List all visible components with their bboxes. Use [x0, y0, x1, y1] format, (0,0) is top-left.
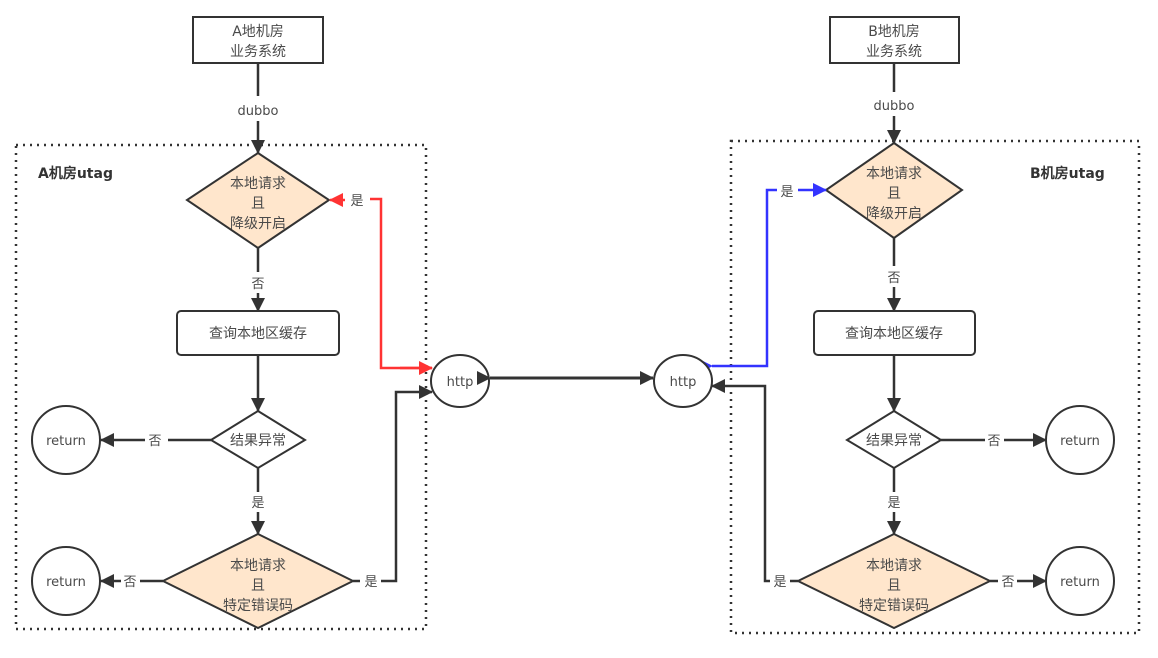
decision-b-result[interactable]: 结果异常 [845, 409, 943, 470]
process-b-cache-label: 查询本地区缓存 [845, 326, 943, 342]
http-node-b-label: http [670, 375, 697, 390]
edge-b-d1-no-label: 否 [887, 271, 900, 286]
edge-a-d3-yes-label: 是 [364, 575, 377, 590]
edge-a-d1-no-label: 否 [251, 277, 264, 292]
http-node-a-label: http [447, 375, 474, 390]
decision-b-errorcode-line3: 特定错误码 [859, 598, 929, 614]
system-box-b-line1: B地机房 [868, 24, 920, 40]
decision-b-degrade-line1: 本地请求 [866, 166, 922, 182]
system-box-a-line2: 业务系统 [230, 44, 286, 60]
decision-b-degrade[interactable]: 本地请求 且 降级开启 [824, 141, 964, 240]
decision-a-result-label: 结果异常 [230, 433, 286, 449]
return-a-2[interactable]: return [31, 546, 101, 616]
decision-a-errorcode[interactable]: 本地请求 且 特定错误码 [160, 532, 356, 630]
system-box-a[interactable]: A地机房 业务系统 [192, 16, 324, 64]
return-b-2-label: return [1060, 575, 1100, 590]
return-a-1[interactable]: return [31, 405, 101, 475]
process-a-cache[interactable]: 查询本地区缓存 [176, 310, 340, 356]
process-b-cache[interactable]: 查询本地区缓存 [813, 310, 976, 356]
return-b-1-label: return [1060, 434, 1100, 449]
system-box-b[interactable]: B地机房 业务系统 [829, 16, 960, 64]
decision-a-degrade-line2: 且 [251, 196, 265, 212]
return-a-2-label: return [46, 575, 86, 590]
decision-b-degrade-line2: 且 [887, 186, 901, 202]
edge-b-d2-yes-label: 是 [887, 496, 900, 511]
decision-a-degrade[interactable]: 本地请求 且 降级开启 [185, 151, 331, 250]
decision-a-errorcode-line3: 特定错误码 [223, 598, 293, 614]
edge-b-d1-yes-label: 是 [780, 185, 793, 200]
decision-b-result-label: 结果异常 [866, 433, 922, 449]
group-b: B机房utag B地机房 业务系统 dubbo 本地请求 且 降级开启 否 查询… [653, 16, 1141, 635]
decision-a-errorcode-line2: 且 [251, 578, 265, 594]
return-b-1[interactable]: return [1045, 405, 1115, 475]
http-node-a[interactable]: http [430, 354, 490, 408]
system-box-a-line1: A地机房 [232, 24, 284, 40]
edge-b-d3-yes-label: 是 [773, 575, 786, 590]
http-node-b[interactable]: http [653, 354, 713, 408]
edge-b-d3-yes [711, 379, 770, 583]
group-a: A机房utag A地机房 业务系统 dubbo 本地请求 且 降级开启 否 查询… [14, 16, 490, 631]
edge-b-d2-no-label: 否 [987, 434, 1000, 449]
return-b-2[interactable]: return [1045, 546, 1115, 616]
edge-a-d2-yes-label: 是 [251, 496, 264, 511]
edge-b-dubbo-label: dubbo [874, 99, 915, 114]
system-box-b-line2: 业务系统 [866, 44, 922, 60]
edge-a-d2-no-label: 否 [148, 434, 161, 449]
decision-b-errorcode-line2: 且 [887, 578, 901, 594]
decision-b-errorcode-line1: 本地请求 [866, 558, 922, 574]
decision-a-errorcode-line1: 本地请求 [230, 558, 286, 574]
edge-a-d3-no-label: 否 [123, 575, 136, 590]
decision-a-result[interactable]: 结果异常 [209, 409, 307, 470]
decision-a-degrade-line1: 本地请求 [230, 176, 286, 192]
edge-b-d3-no-label: 否 [1001, 575, 1014, 590]
edge-a-red-http [370, 197, 432, 370]
edge-b-blue-http [699, 188, 777, 373]
edge-a-d3-yes [381, 385, 433, 583]
group-a-title: A机房utag [38, 165, 113, 182]
edge-a-d1-yes-label: 是 [350, 194, 363, 209]
decision-b-errorcode[interactable]: 本地请求 且 特定错误码 [795, 532, 993, 630]
return-a-1-label: return [46, 434, 86, 449]
decision-a-degrade-line3: 降级开启 [230, 216, 286, 232]
group-b-title: B机房utag [1030, 165, 1105, 182]
process-a-cache-label: 查询本地区缓存 [209, 326, 307, 342]
decision-b-degrade-line3: 降级开启 [866, 206, 922, 222]
edge-a-dubbo-label: dubbo [238, 104, 279, 119]
